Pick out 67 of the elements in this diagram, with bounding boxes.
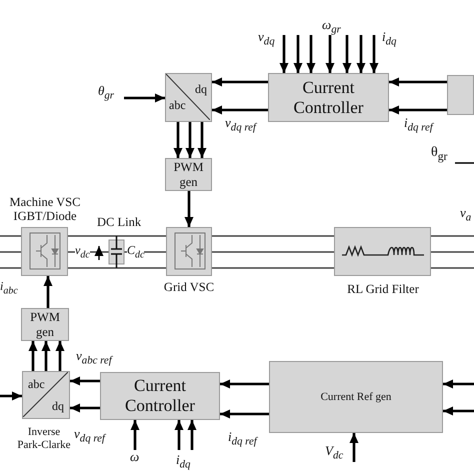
block [447,75,474,115]
signal-label: θ$_{gr}$ [431,146,448,162]
signal-label: i$_{abc}$ [0,280,18,296]
block-label: dq [195,83,207,95]
arrow [28,341,38,371]
block-label: abc [28,378,45,390]
arrow [306,35,316,73]
arrow [350,433,358,462]
arrow [124,94,165,102]
arrow [280,35,288,73]
arrow [326,35,334,73]
process-block: Current Controller [268,73,389,122]
block-label: abc [169,99,186,111]
arrow [220,380,269,388]
signal-label: DC Link [97,216,142,228]
block-caption: Machine VSC IGBT/Diode [8,195,82,223]
arrow [198,122,206,158]
arrow [44,276,52,308]
arrow [294,35,302,73]
arrow [70,404,100,412]
block-caption: RL Grid Filter [346,282,420,296]
arrow [356,35,366,73]
arrow [184,191,194,227]
arrow [70,376,100,386]
arrow [443,406,474,416]
bus-line [68,235,166,237]
signal-label: C$_{dc}$ [127,244,144,260]
edge-label: θ$_{gr}$ [98,84,114,102]
bus-line [431,235,474,237]
arrow [443,380,474,388]
edge-label: i$_{dq ref}$ [228,430,257,448]
edge-label: i$_{dq}$ [176,453,190,470]
arrow [370,35,378,73]
bus-line [0,235,21,237]
arrow [186,122,194,158]
arrow [188,420,196,450]
edge-label: i$_{dq}$ [382,30,396,48]
arrow [56,341,64,371]
arrow [212,78,268,86]
process-block: Current Ref gen [269,361,443,433]
bus-line [212,267,334,269]
block-caption: Grid VSC [162,280,216,294]
arrow [174,122,182,158]
block-caption: Inverse Park-Clarke [16,426,72,452]
process-block: PWM gen [21,308,69,341]
arrow [389,78,447,86]
arrow [220,410,269,418]
process-block: PWM gen [165,158,212,191]
block-label: dq [52,400,64,412]
bus-line [212,251,334,253]
arrow [212,106,268,114]
arrow [42,341,50,371]
bus-line [212,235,334,237]
arrow [342,35,352,73]
bus-line [431,251,474,253]
bus-line [431,267,474,269]
bus-line [0,251,21,253]
bus-line [68,267,166,269]
bus-line [68,251,166,253]
bus-line [0,267,21,269]
arrow [389,106,447,114]
arrow [130,420,140,450]
arrow [0,392,22,400]
arrow [174,420,184,450]
process-block: Current Controller [100,372,220,420]
edge-label: V$_{dc}$ [325,444,344,462]
edge-label: i$_{dq ref}$ [404,116,433,134]
